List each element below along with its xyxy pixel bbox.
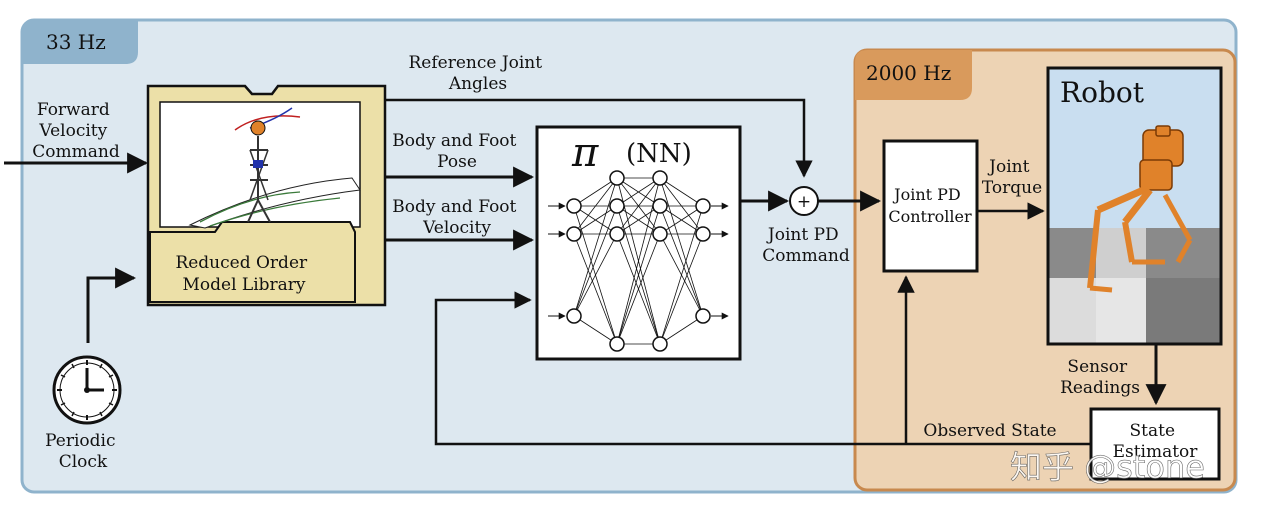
joint-pd-command-label: Joint PD Command [762,225,850,266]
inner-rate-tag [855,50,972,100]
state-estimator-label: State Estimator [1113,421,1199,462]
rom-sketch [188,107,361,229]
policy-symbol: π [571,130,599,176]
state-estimator-block [1089,407,1221,481]
reference-joint-angles-label: Reference Joint Angles [408,53,547,94]
clock-icon [52,355,122,425]
periodic-clock-label: Periodic Clock [45,431,121,472]
body-foot-pose-label: Body and Foot Pose [392,131,522,172]
robot-title: Robot [1060,76,1145,109]
joint-torque-label: Joint Torque [982,157,1042,198]
neural-network-io-arrows [548,202,729,320]
summing-junction-sign: + [797,192,811,212]
outer-rate-label: 33 Hz [46,30,106,54]
observed-state-label: Observed State [923,421,1056,441]
watermark: 知乎 @stone [1010,448,1205,486]
policy-label: (NN) [626,139,692,169]
neural-network-nodes [566,170,711,352]
forward-velocity-label: Forward Velocity Command [32,100,120,162]
library-label: Reduced Order Model Library [175,253,312,295]
body-foot-velocity-label: Body and Foot Velocity [392,197,522,238]
outer-rate-tag [22,20,138,64]
sensor-readings-label: Sensor Readings [1060,357,1140,398]
reference-joint-angles-arrow [386,98,813,178]
observed-state-feedback-line [434,291,1091,446]
joint-pd-controller-block [882,139,979,273]
clock-arrow [86,267,137,343]
joint-pd-controller-label: Joint PD Controller [888,185,972,226]
robot-icon [1087,125,1193,293]
neural-network-graph [573,177,704,345]
inner-rate-label: 2000 Hz [866,61,951,85]
